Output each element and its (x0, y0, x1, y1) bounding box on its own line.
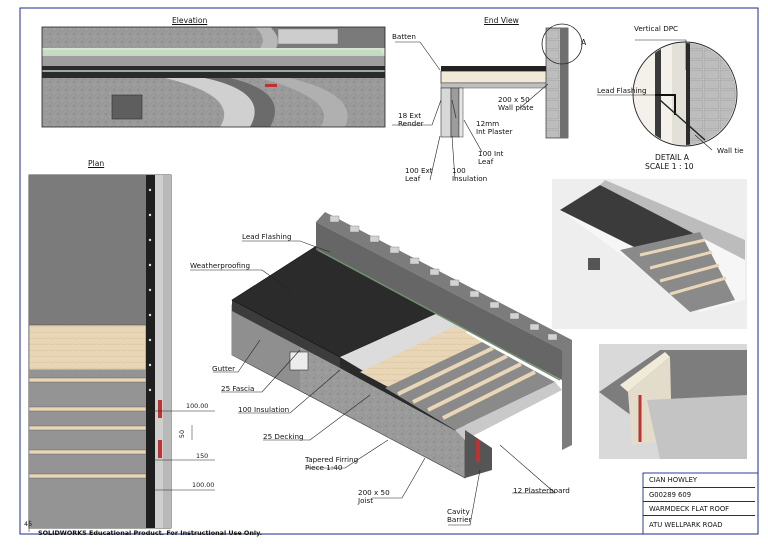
lead-flashing-detail-label: Lead Flashing (597, 86, 647, 95)
title-block-id: G00289 609 (643, 487, 755, 501)
photo-render-2 (599, 344, 747, 459)
plan-dim-5: 45 (24, 520, 33, 528)
int-plaster-label: 12mm Int Plaster (476, 119, 513, 136)
isometric-leaders (190, 240, 556, 526)
end-view-leaders (392, 41, 549, 181)
ext-render-label: 18 Ext Render (398, 111, 424, 128)
detail-title: DETAIL A (655, 153, 689, 162)
watermark-text: SOLIDWORKS Educational Product. For Inst… (38, 529, 263, 537)
plan-dim-3: 150 (196, 452, 209, 460)
plan-dim-1: 100.00 (186, 402, 209, 410)
plan-dim-2: 50 (178, 429, 187, 439)
decking-label: 25 Decking (263, 432, 304, 441)
ext-leaf-label: 100 Ext Leaf (405, 166, 433, 183)
detail-scale: SCALE 1 : 10 (645, 162, 694, 171)
elevation-title: Elevation (172, 16, 208, 25)
isometric-view (231, 212, 572, 479)
plan-title: Plan (88, 159, 105, 168)
plan-dim-4: 100.00 (192, 481, 215, 489)
insulation-label: 100 Insulation (238, 405, 290, 414)
gutter-label: Gutter (212, 364, 236, 373)
plasterboard-label: 12 Plasterboard (513, 486, 570, 495)
insulation-end-label: 100 Insulation (452, 166, 488, 183)
end-view-title: End View (484, 16, 519, 25)
fascia-label: 25 Fascia (221, 384, 255, 393)
photo-render-1 (552, 179, 747, 329)
cavity-barrier-label: Cavity Barrier (447, 507, 472, 524)
detail-a-view (597, 39, 738, 151)
title-block-drawing-title: WARMDECK FLAT ROOF (643, 501, 755, 515)
wall-plate-label: 200 x 50 Wall plate (498, 95, 534, 112)
plan-view (28, 174, 215, 532)
vertical-dpc-label: Vertical DPC (634, 24, 679, 33)
detail-marker: A (581, 38, 587, 47)
int-leaf-label: 100 Int Leaf (478, 149, 504, 166)
title-block-location: ATU WELLPARK ROAD (643, 515, 755, 533)
weatherproofing-label: Weatherproofing (190, 261, 251, 270)
title-block-frame (642, 472, 759, 535)
joist-label: 200 x 50 Joist (358, 488, 390, 505)
lead-flashing-label: Lead Flashing (242, 232, 292, 241)
title-block-name: CIAN HOWLEY (649, 476, 698, 484)
elevation-view (41, 26, 386, 128)
batten-label: Batten (392, 32, 416, 41)
tapered-firring-label: Tapered Firring Piece 1:40 (305, 455, 359, 472)
wall-tie-label: Wall tie (717, 146, 744, 155)
